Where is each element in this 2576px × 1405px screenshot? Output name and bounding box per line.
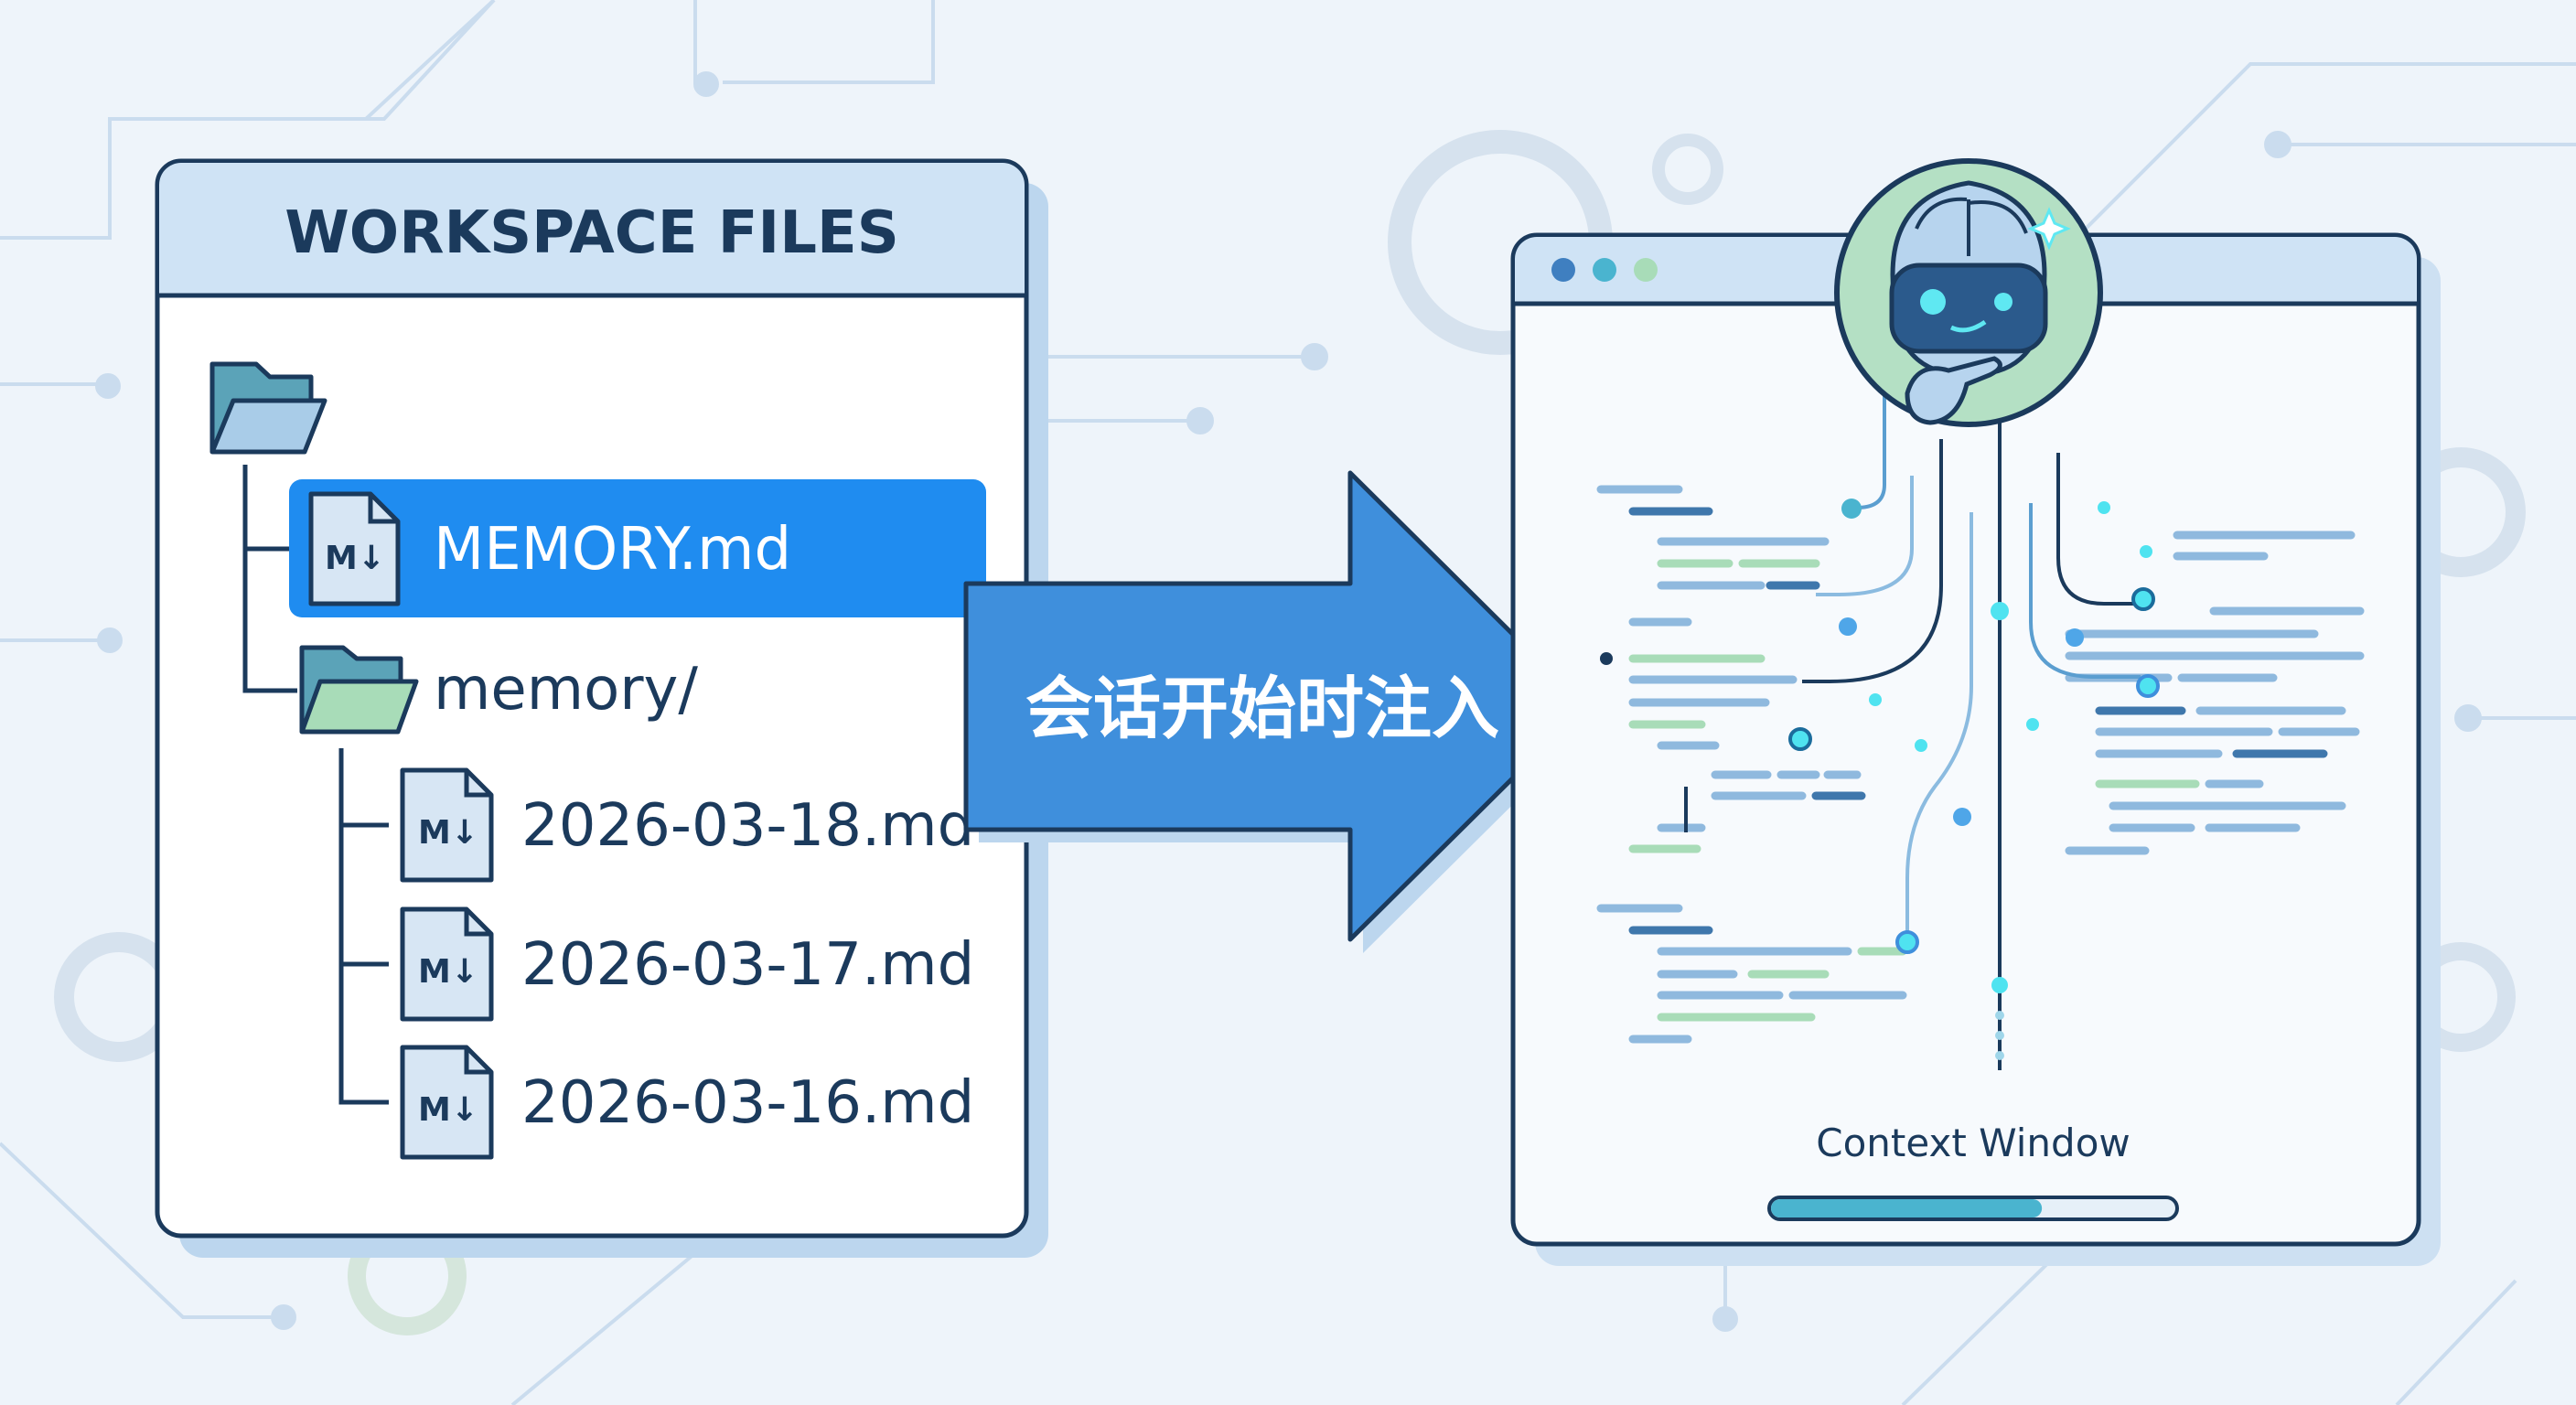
file-row[interactable]: M↓ 2026-03-18.md [400,767,974,883]
robot-brain-icon [1834,158,2103,427]
window-dot-icon [1593,258,1616,282]
file-name: MEMORY.md [434,516,791,584]
workspace-files-panel: WORKSPACE FILES M↓ MEMORY.md [155,158,1048,1258]
inject-arrow: 会话开始时注入 [963,470,1599,953]
context-usage-progress-bar [1767,1196,2179,1221]
folder-row-memory[interactable]: memory/ [299,645,698,735]
svg-text:M↓: M↓ [418,953,478,991]
window-dot-icon [1551,258,1575,282]
svg-text:M↓: M↓ [418,814,478,852]
context-window-title: Context Window [1816,1121,2131,1165]
file-row[interactable]: M↓ 2026-03-16.md [400,1045,974,1160]
arrow-label: 会话开始时注入 [1025,670,1499,748]
context-window-panel: Context Window [1510,158,2441,1266]
tree-lines [242,465,389,1105]
data-nodes [1600,499,2160,1060]
svg-text:M↓: M↓ [418,1091,478,1129]
file-row-memory-md[interactable]: M↓ MEMORY.md [289,479,986,617]
svg-text:M↓: M↓ [325,540,385,577]
file-name: 2026-03-16.md [521,1069,974,1137]
folder-name: memory/ [434,656,698,724]
context-code-lines [1596,485,2365,1044]
panel-title: WORKSPACE FILES [284,199,899,267]
window-dot-icon [1634,258,1658,282]
markdown-file-icon: M↓ [400,906,494,1022]
markdown-file-icon: M↓ [400,1045,494,1160]
file-name: 2026-03-18.md [521,792,974,860]
folder-open-icon [299,645,419,735]
markdown-file-icon: M↓ [400,767,494,883]
folder-open-icon [209,361,327,455]
markdown-file-icon: M↓ [308,491,401,606]
file-name: 2026-03-17.md [521,931,974,999]
file-row[interactable]: M↓ 2026-03-17.md [400,906,974,1022]
